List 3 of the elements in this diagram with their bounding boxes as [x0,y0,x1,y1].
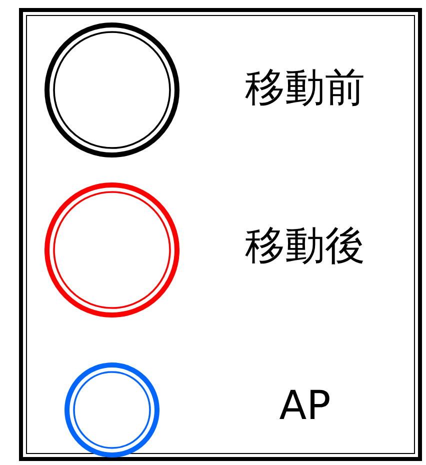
legend-label: 移動後 [245,222,365,270]
legend-label: AP [279,382,331,430]
legend-label: 移動前 [245,64,365,112]
